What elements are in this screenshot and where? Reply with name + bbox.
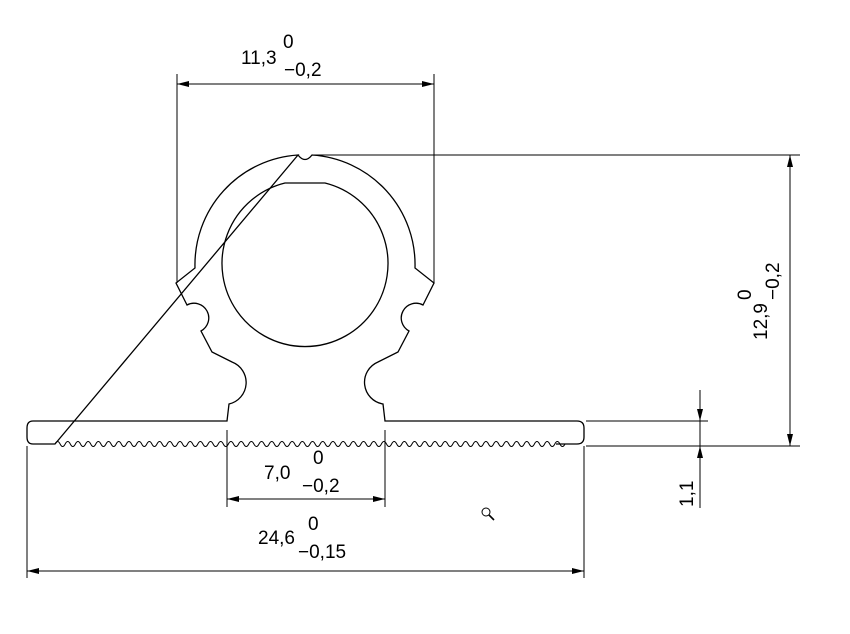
dim-total-width-value: 24,6 xyxy=(258,528,295,549)
dim-total-width-upper-tol: 0 xyxy=(308,514,319,535)
dim-top-width-value: 11,3 xyxy=(241,48,277,69)
dim-flange-value: 1,1 xyxy=(677,481,698,507)
dim-neck-value: 7,0 xyxy=(264,463,290,484)
dim-height-lower-tol: −0,2 xyxy=(763,262,784,300)
dim-total-width-lower-tol: −0,15 xyxy=(298,542,346,563)
dim-height-upper-tol: 0 xyxy=(735,289,756,300)
dim-top-width-upper-tol: 0 xyxy=(283,32,294,53)
inner-bore xyxy=(221,182,389,348)
dim-neck-lower-tol: −0,2 xyxy=(302,476,340,497)
magnifier-icon xyxy=(481,507,495,521)
dim-top-width-lower-tol: −0,2 xyxy=(284,60,322,81)
serrated-bottom xyxy=(54,441,566,447)
dim-height-value: 12,9 xyxy=(751,303,772,340)
dim-neck-upper-tol: 0 xyxy=(313,448,324,469)
profile-outline xyxy=(26,154,585,445)
